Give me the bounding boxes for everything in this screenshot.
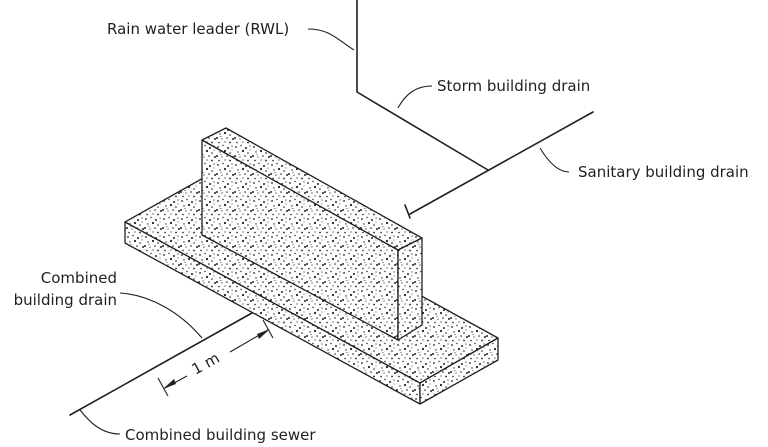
- combined-building-sewer-pipe: [69, 312, 253, 416]
- combined-sewer-label: Combined building sewer: [125, 426, 316, 444]
- combined-drain-label-line1: Combined: [41, 269, 117, 287]
- dimension-extension-left: [157, 377, 169, 397]
- sanitary-leader: [539, 147, 570, 173]
- dimension-extension-right: [262, 319, 274, 339]
- combined-drain-leader: [119, 292, 203, 339]
- combined-drain-label-line2: building drain: [14, 291, 117, 309]
- dimension-arrow-left: [163, 379, 176, 389]
- dimension-arrow-right: [257, 329, 270, 339]
- rwl-leader: [307, 28, 355, 51]
- storm-leader: [397, 85, 433, 109]
- leader-lines: [79, 28, 570, 435]
- combined-sewer-leader: [79, 409, 121, 435]
- rwl-label: Rain water leader (RWL): [107, 20, 289, 38]
- wall-penetration-mark: [404, 204, 411, 219]
- foundation-wall: [201, 127, 423, 341]
- piping: [69, 0, 594, 416]
- sanitary-building-drain-pipe: [409, 111, 594, 215]
- labels: Rain water leader (RWL) Storm building d…: [14, 20, 749, 444]
- rain-water-leader-pipe: [356, 0, 489, 171]
- dimension-1m: 1 m: [157, 319, 274, 397]
- storm-drain-label: Storm building drain: [437, 77, 590, 95]
- wall-end-face: [397, 237, 423, 341]
- sanitary-drain-label: Sanitary building drain: [578, 163, 749, 181]
- footing-side-face: [419, 337, 499, 405]
- dimension-label: 1 m: [189, 349, 223, 379]
